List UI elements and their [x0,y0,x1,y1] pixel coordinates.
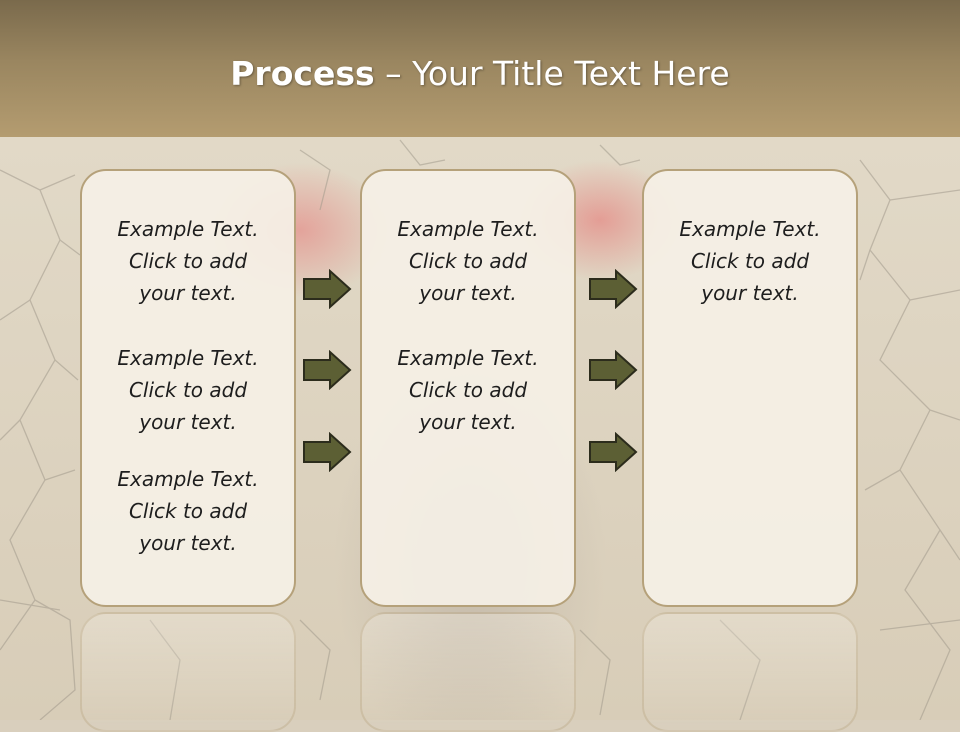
arrow-right-icon[interactable] [588,269,638,309]
title-bold: Process [230,54,375,93]
text-placeholder[interactable]: Example Text. Click to add your text. [117,346,259,434]
text-placeholder[interactable]: Example Text. Click to add your text. [679,217,821,305]
panel-reflection [642,612,858,732]
text-placeholder[interactable]: Example Text. Click to add your text. [397,217,539,305]
arrow-right-icon[interactable] [302,269,352,309]
panel-reflection [80,612,296,732]
title-bar [0,0,960,137]
slide-title[interactable]: Process – Your Title Text Here [0,54,960,93]
process-panel-2: Example Text. Click to add your text. Ex… [360,169,576,607]
text-placeholder[interactable]: Example Text. Click to add your text. [117,467,259,555]
arrow-right-icon[interactable] [302,350,352,390]
text-placeholder[interactable]: Example Text. Click to add your text. [117,217,259,305]
arrow-right-icon[interactable] [588,432,638,472]
arrow-right-icon[interactable] [302,432,352,472]
title-rest: – Your Title Text Here [374,54,730,93]
panel-reflection [360,612,576,732]
process-panel-3: Example Text. Click to add your text. [642,169,858,607]
text-placeholder[interactable]: Example Text. Click to add your text. [397,346,539,434]
arrow-right-icon[interactable] [588,350,638,390]
process-panel-1: Example Text. Click to add your text. Ex… [80,169,296,607]
